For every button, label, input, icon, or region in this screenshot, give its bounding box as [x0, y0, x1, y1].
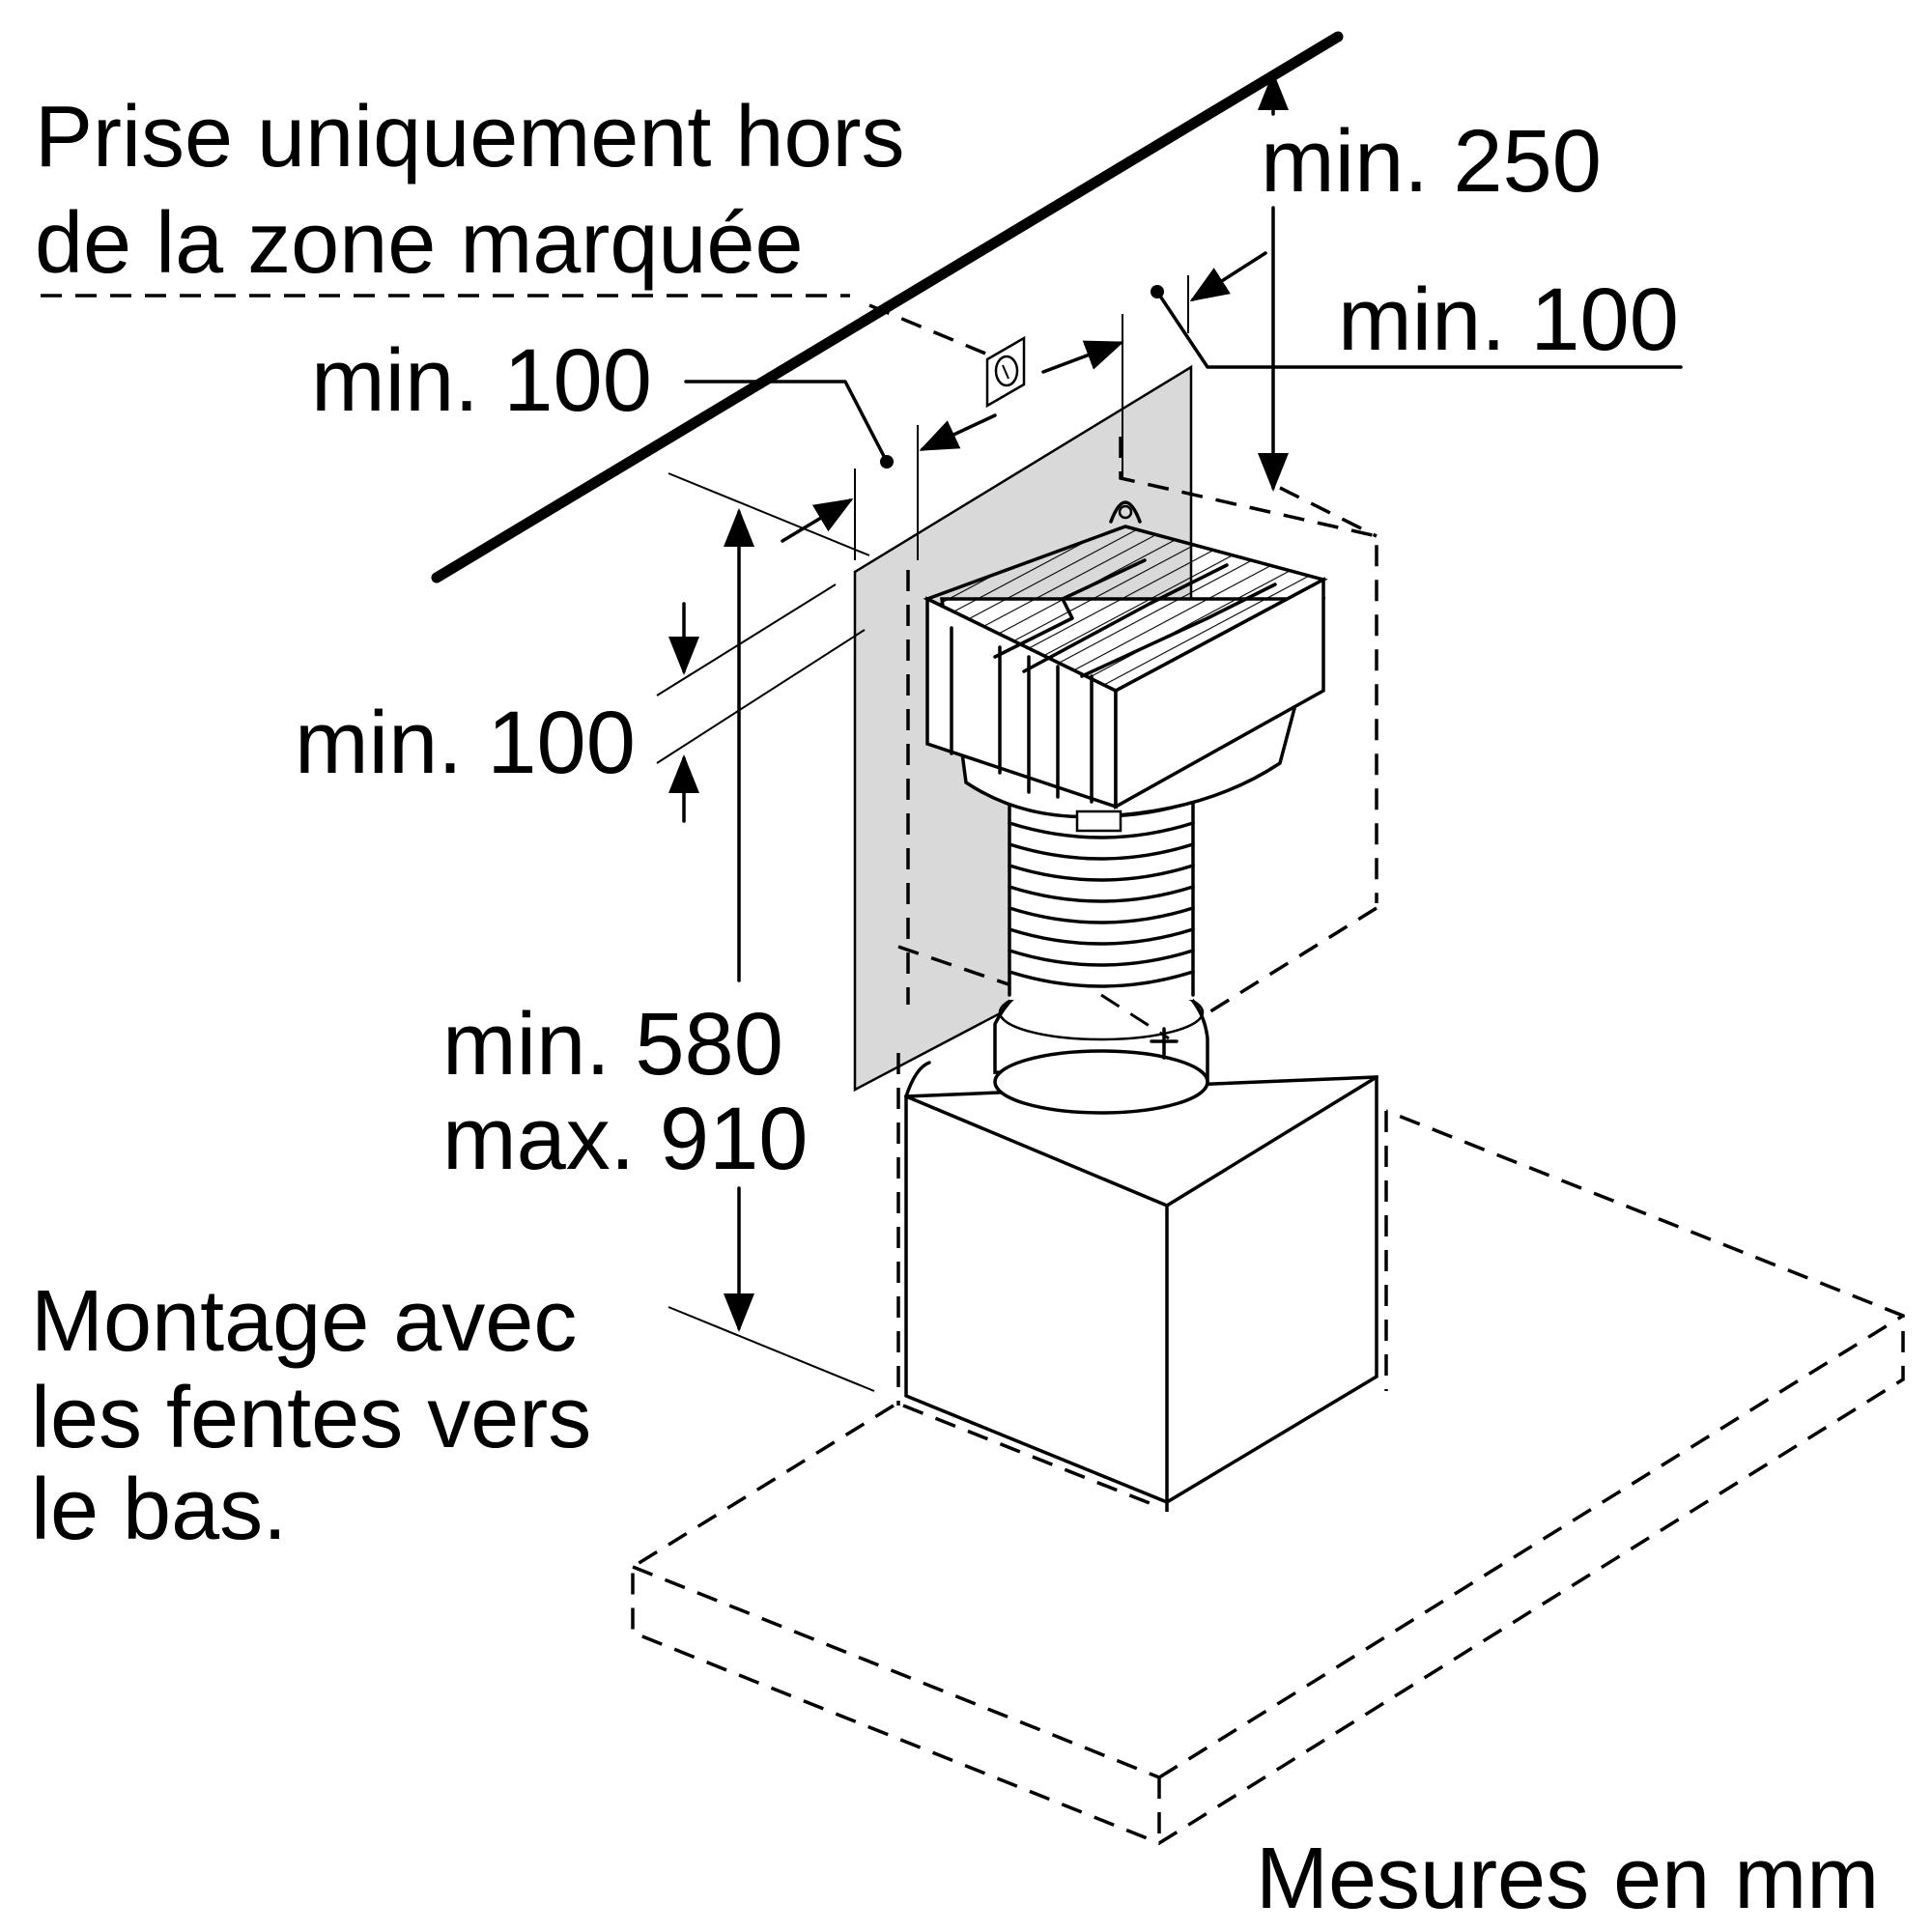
label-ceiling-clearance: min. 250 [1261, 112, 1602, 211]
dimension-side-right [1151, 251, 1683, 369]
label-side-right: min. 100 [1338, 270, 1679, 369]
label-height-max: max. 910 [442, 1090, 808, 1188]
ceiling-line [431, 31, 1344, 583]
carbon-filter-module [923, 500, 1328, 833]
units-note: Mesures en mm [1256, 1831, 1879, 1927]
dimension-gap-middle [917, 314, 1124, 560]
socket-icon [985, 335, 1026, 409]
mounting-note-line-2: les fentes vers [31, 1370, 591, 1466]
hood-canopy-outline [631, 1109, 1905, 1845]
motor-box [904, 1061, 1378, 1504]
dimension-top-gap [656, 583, 866, 823]
dimension-side-left [684, 380, 894, 560]
motor-spigot [993, 974, 1209, 1115]
label-side-left: min. 100 [311, 331, 652, 430]
socket-zone-note-line-2: de la zone marquée [35, 195, 804, 292]
mounting-note-line-3: le bas. [31, 1462, 287, 1558]
label-top-gap: min. 100 [295, 694, 636, 792]
socket-zone-note-line-1: Prise uniquement hors [35, 89, 904, 185]
dimension-height [668, 472, 875, 1392]
mounting-note-line-1: Montage avec [31, 1273, 577, 1370]
label-height-min: min. 580 [442, 995, 783, 1094]
